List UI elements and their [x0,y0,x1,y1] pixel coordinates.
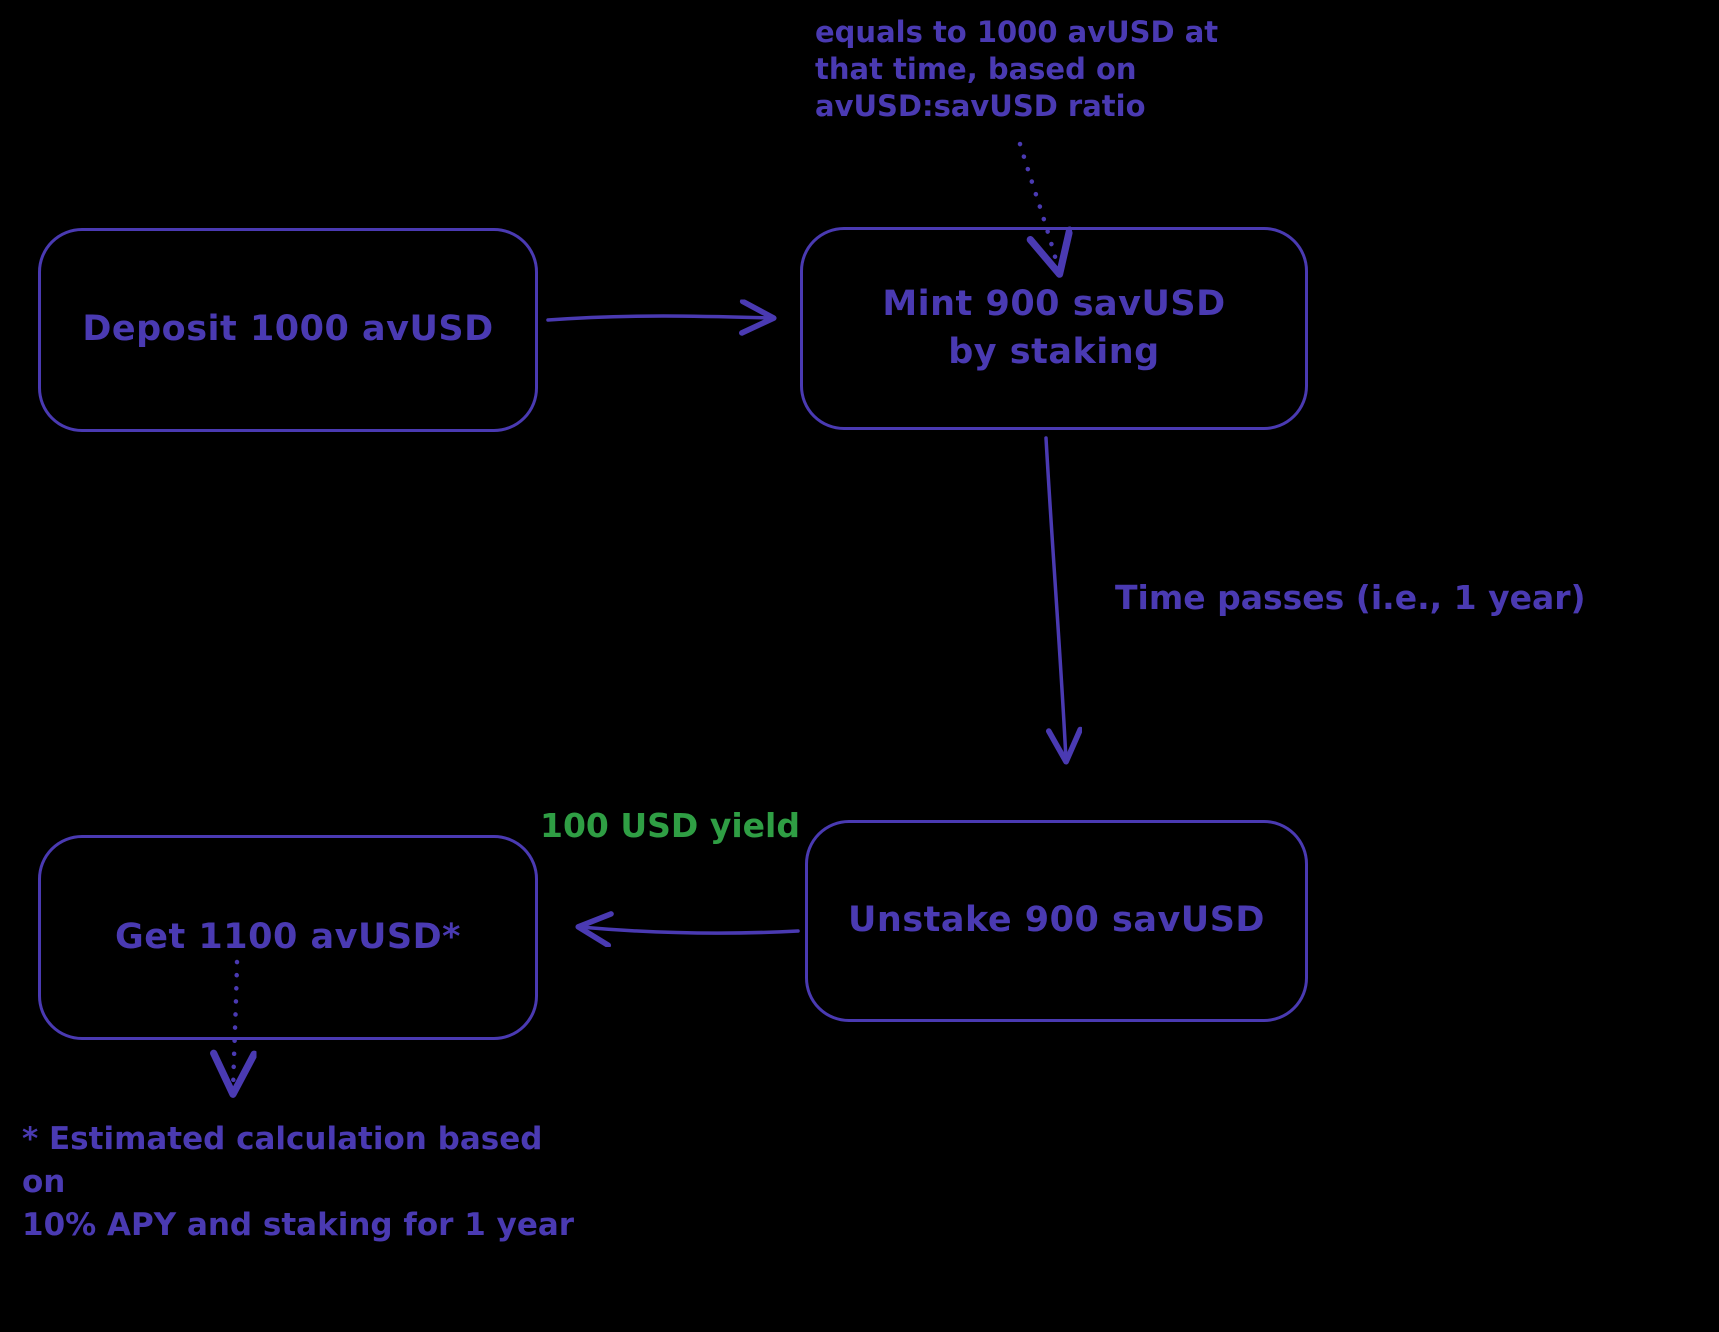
ratio-note-line2: that time, based on [815,52,1137,86]
footnote-annotation: * Estimated calculation based on 10% APY… [22,1118,582,1247]
ratio-note-annotation: equals to 1000 avUSD at that time, based… [815,14,1235,125]
footnote-line1: * Estimated calculation based on [22,1121,543,1200]
arrow-deposit-to-mint [546,316,772,320]
time-passes-label: Time passes (i.e., 1 year) [1115,578,1586,617]
footnote-line2: 10% APY and staking for 1 year [22,1207,575,1243]
node-unstake-900-savusd: Unstake 900 savUSD [805,820,1308,1022]
node-mint-label-line2: by staking [948,331,1160,372]
node-mint-900-savusd: Mint 900 savUSD by staking [800,227,1308,430]
node-deposit-label: Deposit 1000 avUSD [82,309,494,350]
node-get-label: Get 1100 avUSD* [115,916,461,957]
node-deposit-1000-avusd: Deposit 1000 avUSD [38,228,538,432]
arrow-unstake-to-get [580,927,800,933]
node-get-1100-avusd: Get 1100 avUSD* [38,835,538,1040]
arrow-mint-to-unstake [1044,436,1066,760]
ratio-note-line3: avUSD:savUSD ratio [815,89,1146,123]
node-mint-label-line1: Mint 900 savUSD [882,284,1226,325]
yield-label: 100 USD yield [540,806,800,845]
ratio-note-line1: equals to 1000 avUSD at [815,15,1219,49]
node-unstake-label: Unstake 900 savUSD [848,900,1265,941]
